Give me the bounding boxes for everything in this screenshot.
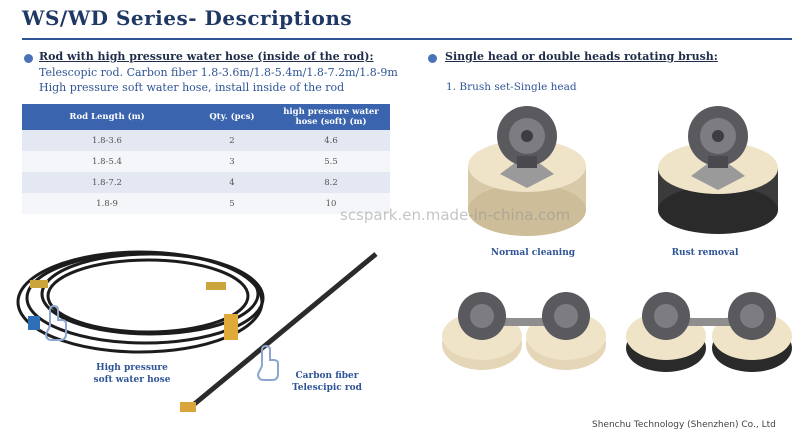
pointing-hand-icon [44,304,279,381]
table-row: 1.8-7.2 4 8.2 [22,172,390,193]
coiled-water-hose-icon [16,250,265,354]
rod-label-line-1: Carbon fiber [295,371,359,381]
cell-qty: 2 [192,130,272,151]
rod-label: Carbon fiber Telescipic rod [282,370,372,394]
single-head-rust-brush-image [658,106,778,234]
caption-rust-removal: Rust removal [671,248,739,258]
rod-label-line-2: Telescipic rod [292,383,362,393]
carbon-telescopic-rod-icon [180,252,378,412]
cell-qty: 5 [192,193,272,214]
watermark-text: scspark.en.made-in-china.com [340,206,571,224]
hose-label-line-2: soft water hose [93,375,171,385]
double-head-rust-brush-image [626,292,792,372]
cell-rod-length: 1.8-3.6 [22,130,192,151]
rod-description-line-2: High pressure soft water hose, install i… [39,81,345,94]
cell-hose-length: 8.2 [272,172,390,193]
cell-hose-length: 5.5 [272,151,390,172]
company-name: Shenchu Technology (Shenzhen) Co., Ltd [592,420,776,430]
cell-rod-length: 1.8-7.2 [22,172,192,193]
table-row: 1.8-9 5 10 [22,193,390,214]
brush-section-heading: Single head or double heads rotating bru… [445,50,718,63]
caption-normal-cleaning: Normal cleaning [490,248,576,258]
hose-and-rod-image [16,250,378,412]
rod-description-line-1: Telescopic rod. Carbon fiber 1.8-3.6m/1.… [39,66,398,79]
table-row: 1.8-3.6 2 4.6 [22,130,390,151]
column-header-hose-length: high pressure water hose (soft) (m) [272,104,390,130]
page-title: WS/WD Series- Descriptions [22,6,353,30]
title-divider [22,38,792,40]
cell-rod-length: 1.8-5.4 [22,151,192,172]
hose-label: High pressure soft water hose [82,362,182,386]
brush-set-label: 1. Brush set-Single head [446,81,577,93]
rod-section-heading: Rod with high pressure water hose (insid… [39,50,374,63]
table-row: 1.8-5.4 3 5.5 [22,151,390,172]
cell-rod-length: 1.8-9 [22,193,192,214]
cell-hose-length: 4.6 [272,130,390,151]
double-head-normal-brush-image [442,292,606,370]
cell-hose-length: 10 [272,193,390,214]
rod-spec-table: Rod Length (m) Qty. (pcs) high pressure … [22,104,390,214]
column-header-qty: Qty. (pcs) [192,104,272,130]
hose-label-line-1: High pressure [96,363,168,373]
bullet-dot-icon [428,54,437,63]
cell-qty: 3 [192,151,272,172]
column-header-rod-length: Rod Length (m) [22,104,192,130]
bullet-dot-icon [24,54,33,63]
cell-qty: 4 [192,172,272,193]
single-head-normal-brush-image [468,106,586,236]
table-header-row: Rod Length (m) Qty. (pcs) high pressure … [22,104,390,130]
